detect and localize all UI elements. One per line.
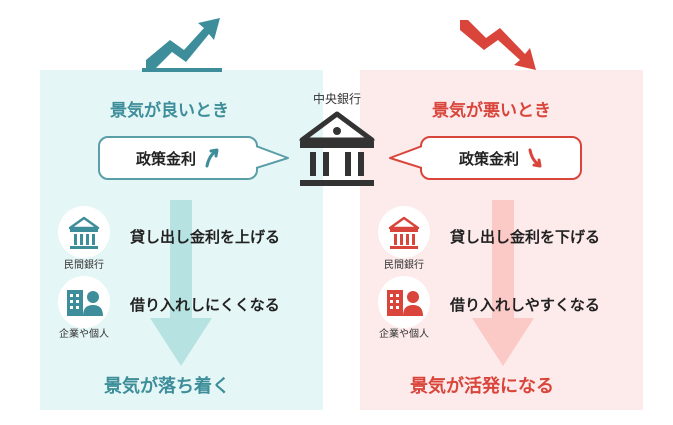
company-person-icon (67, 290, 103, 316)
arrow-up-icon (205, 148, 219, 168)
private-bank-icon (68, 216, 100, 249)
left-row-1-text: 貸し出し金利を上げる (130, 228, 281, 246)
company-person-icon-circle (58, 276, 110, 328)
bad-economy-result: 景気が活発になる (410, 376, 554, 397)
arrow-down-icon (528, 148, 542, 168)
trend-up-icon (142, 18, 222, 72)
flow-arrow-right (472, 200, 534, 366)
central-bank-label: 中央銀行 (312, 92, 361, 106)
right-row-1-text: 貸し出し金利を下げる (450, 228, 601, 246)
bubble-tail-right (389, 145, 422, 169)
good-economy-result: 景気が落ち着く (104, 376, 230, 397)
bad-economy-title: 景気が悪いとき (432, 101, 551, 121)
trend-down-icon (460, 20, 536, 70)
policy-rate-down-bubble: 政策金利 (420, 136, 582, 180)
bubble-tail-left (256, 145, 289, 169)
company-person-label: 企業や個人 (379, 329, 429, 340)
policy-rate-label: 政策金利 (135, 149, 196, 168)
private-bank-icon-circle (378, 206, 430, 258)
flow-arrow-left (150, 200, 212, 366)
right-row-2-text: 借り入れしやすくなる (450, 296, 600, 314)
private-bank-label: 民間銀行 (64, 260, 104, 271)
company-person-label: 企業や個人 (59, 329, 109, 340)
company-person-icon (387, 290, 423, 316)
policy-rate-up-bubble: 政策金利 (98, 136, 258, 180)
central-bank-icon (299, 111, 375, 186)
left-row-2-text: 借り入れしにくくなる (130, 296, 280, 314)
policy-rate-label: 政策金利 (458, 149, 519, 168)
private-bank-icon-circle (58, 206, 110, 258)
good-economy-title: 景気が良いとき (110, 101, 229, 121)
private-bank-label: 民間銀行 (384, 260, 424, 271)
company-person-icon-circle (378, 276, 430, 328)
private-bank-icon (388, 216, 420, 249)
